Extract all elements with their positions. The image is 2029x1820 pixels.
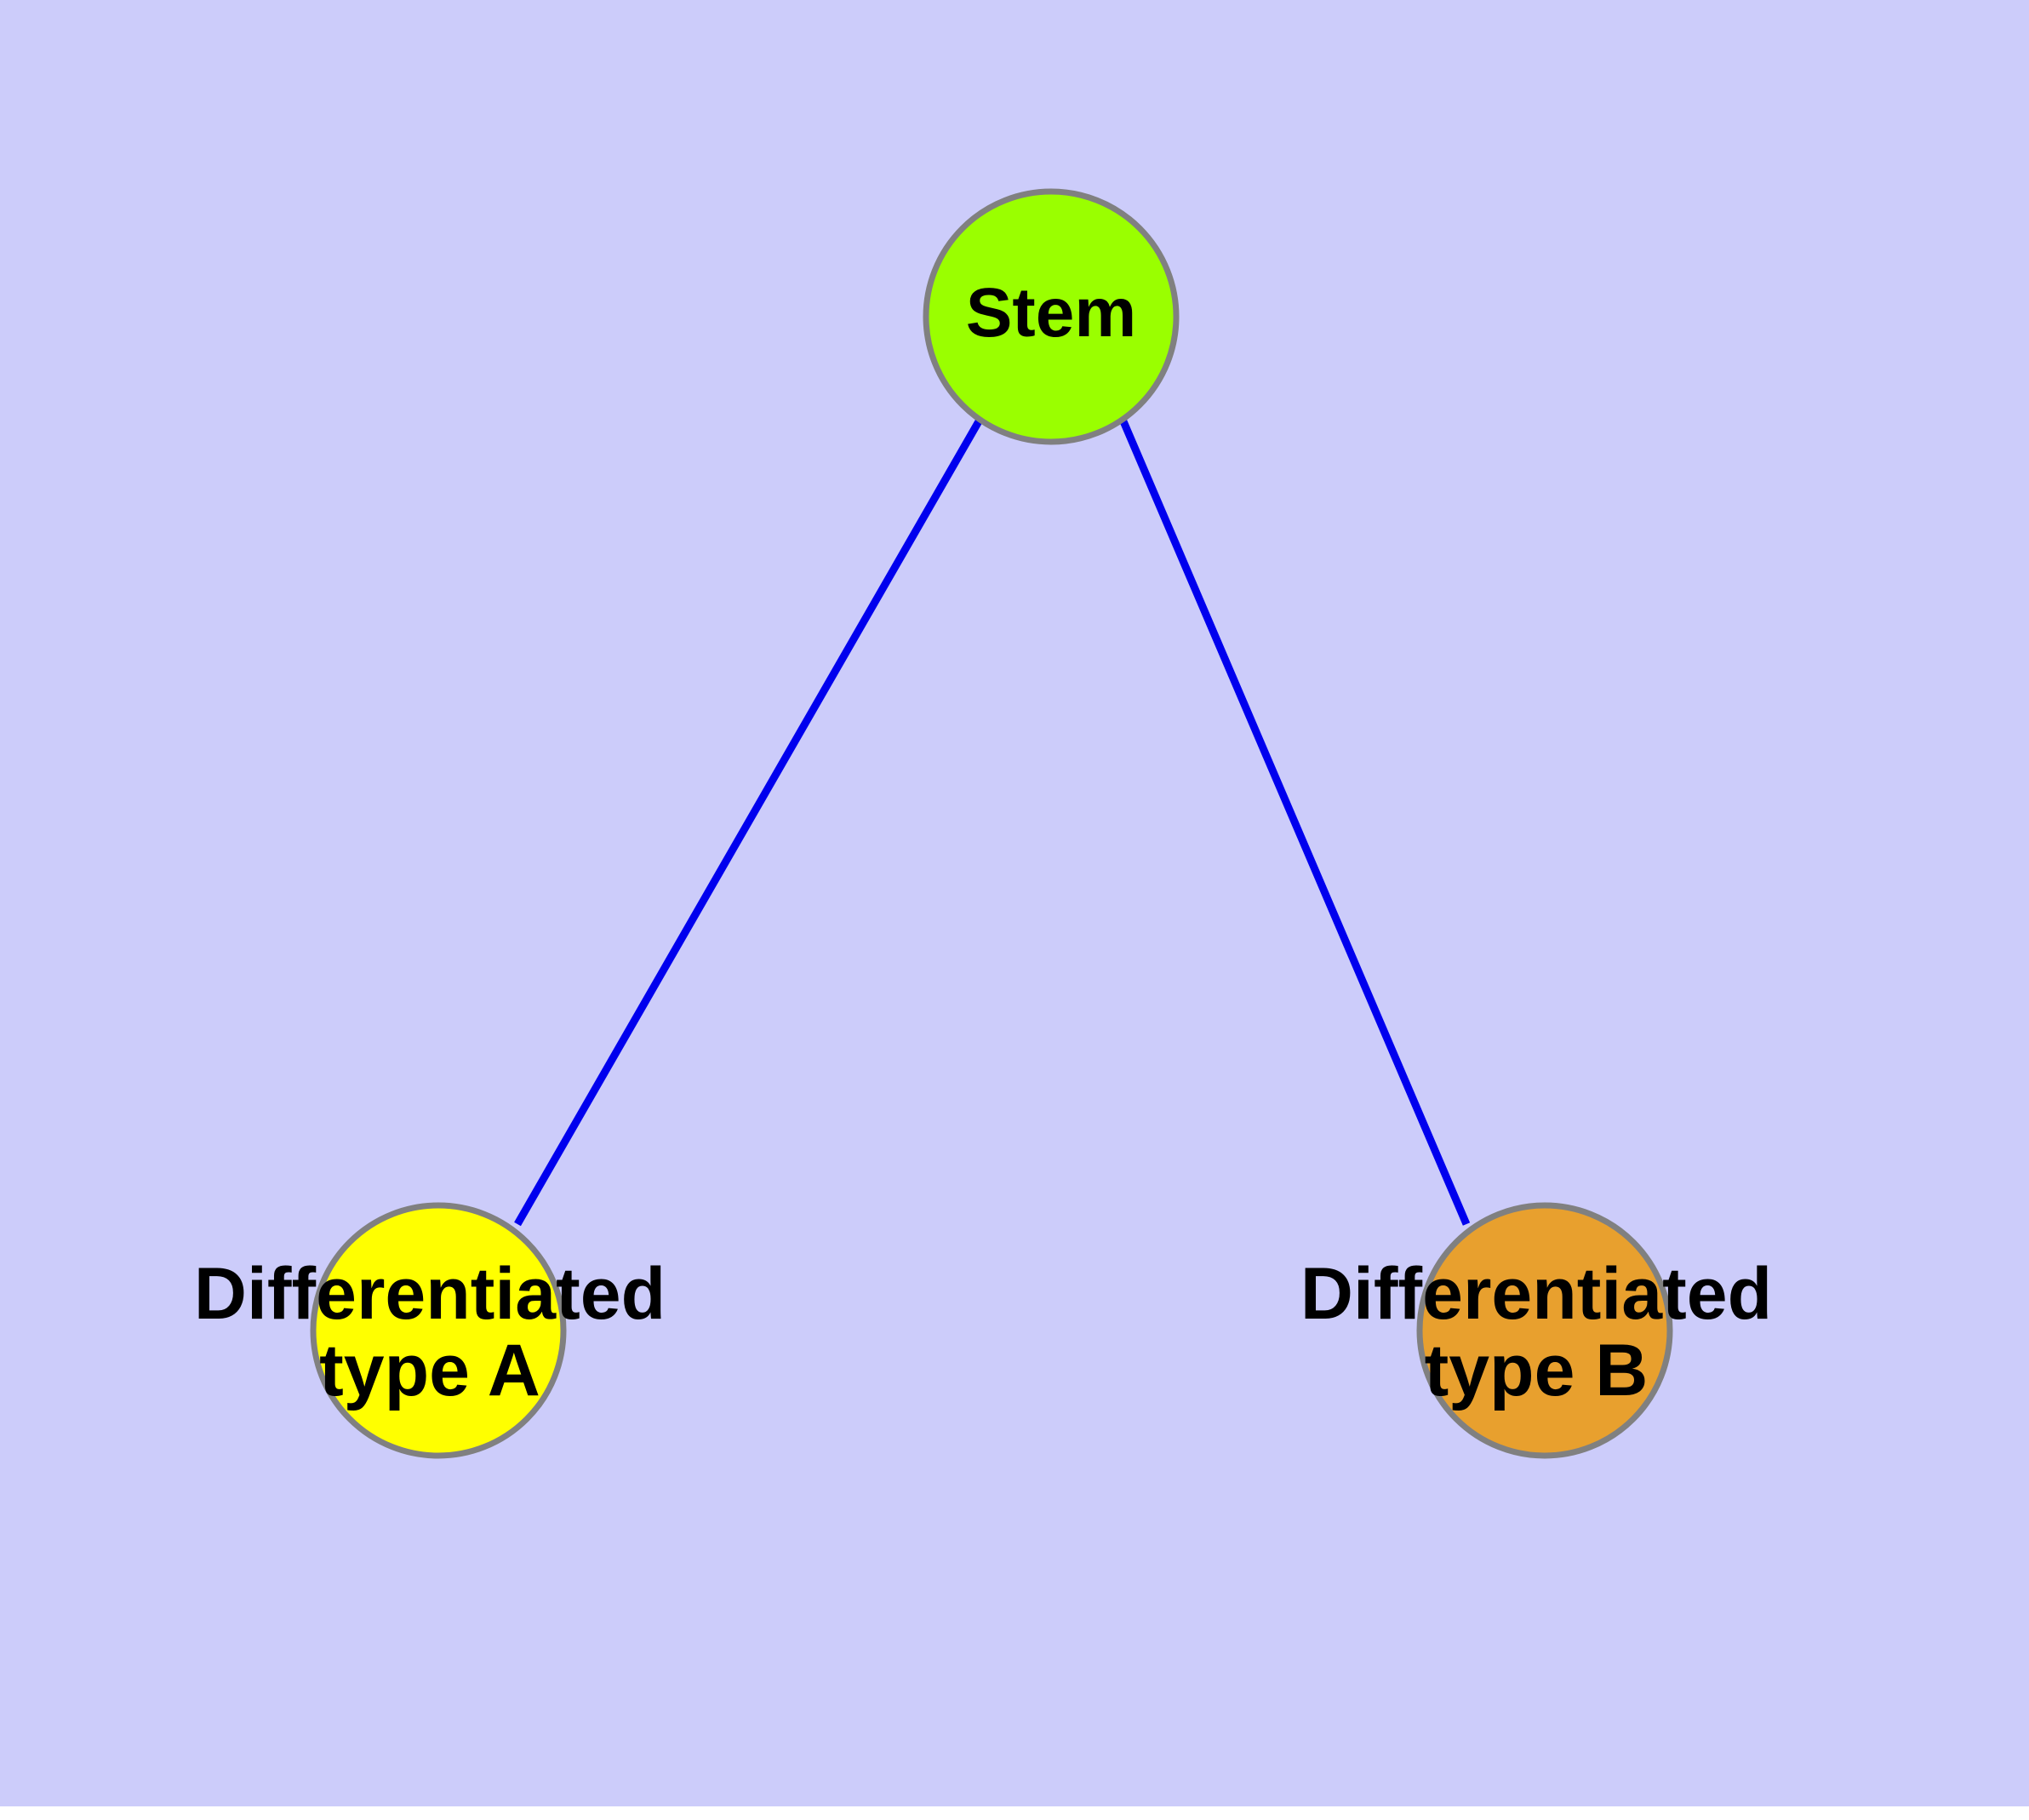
node-layer [310, 188, 1673, 1459]
node-type-a[interactable] [310, 1202, 567, 1459]
edge-layer [514, 419, 1471, 1227]
edge-stem-to-type-a[interactable] [514, 419, 982, 1227]
edge-stem-to-type-b[interactable] [1119, 420, 1471, 1226]
node-stem[interactable] [923, 188, 1180, 445]
node-type-b[interactable] [1416, 1202, 1673, 1459]
